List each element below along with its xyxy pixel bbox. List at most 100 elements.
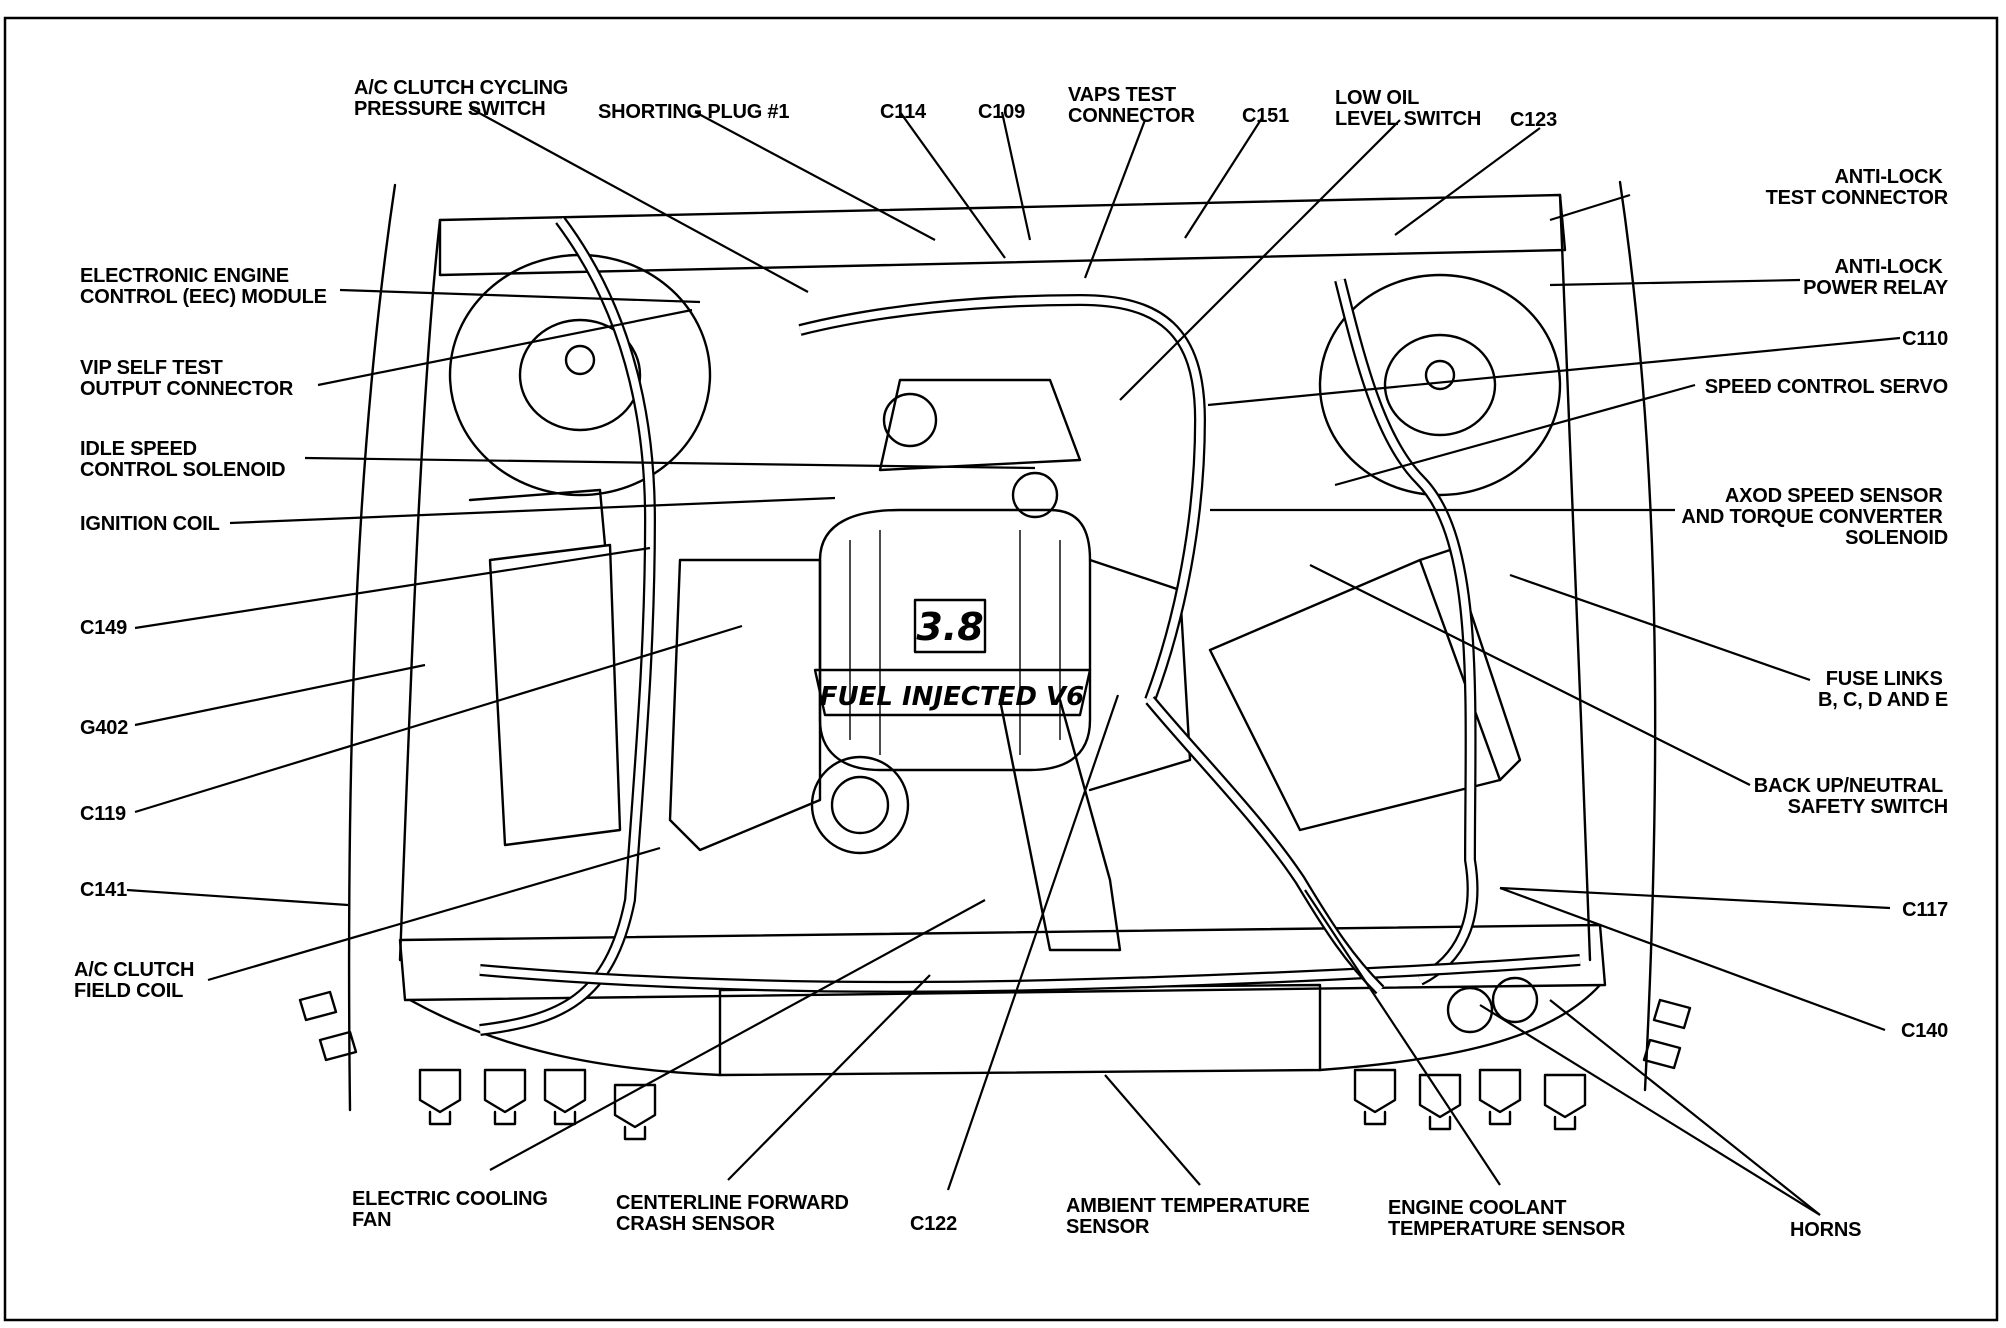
- label-c123: C123: [1510, 109, 1557, 131]
- label-eec-module: ELECTRONIC ENGINE CONTROL (EEC) MODULE: [80, 265, 327, 308]
- right-strut-tower: [1318, 273, 1562, 497]
- label-line: IDLE SPEED: [80, 438, 197, 460]
- label-line: ELECTRIC COOLING: [352, 1188, 548, 1210]
- battery: [488, 543, 622, 847]
- leader-ambient-temp: [1104, 1074, 1201, 1186]
- label-anti-lock-test: ANTI-LOCK TEST CONNECTOR: [1766, 166, 1949, 209]
- right-strut-nut: [1424, 359, 1456, 391]
- label-line: FIELD COIL: [74, 980, 183, 1002]
- label-line: BACK UP/NEUTRAL: [1754, 775, 1943, 797]
- leader-g402: [134, 663, 426, 727]
- oil-filler-cap: [830, 775, 890, 835]
- label-line: HORNS: [1790, 1219, 1861, 1241]
- leader-vip-self-test: [317, 308, 693, 387]
- label-line: LOW OIL: [1335, 87, 1419, 109]
- label-g402: G402: [80, 717, 128, 739]
- label-backup-neutral: BACK UP/NEUTRAL SAFETY SWITCH: [1754, 775, 1948, 818]
- leader-c140: [1499, 886, 1886, 1032]
- label-coolant-temp: ENGINE COOLANT TEMPERATURE SENSOR: [1388, 1197, 1626, 1240]
- leader-eec-module: [339, 288, 701, 304]
- label-ac-clutch-cycling: A/C CLUTCH CYCLING PRESSURE SWITCH: [354, 77, 574, 120]
- label-c119: C119: [80, 803, 126, 825]
- throttle-body: [1011, 471, 1059, 519]
- label-line: TEST CONNECTOR: [1766, 187, 1949, 209]
- label-line: ANTI-LOCK: [1834, 166, 1943, 188]
- leader-c122: [946, 694, 1120, 1191]
- label-vaps-test: VAPS TEST CONNECTOR: [1068, 84, 1195, 127]
- label-c149: C149: [80, 617, 127, 639]
- label-c114: C114: [880, 101, 927, 123]
- leader-backup-neutral: [1309, 564, 1751, 786]
- label-line: VAPS TEST: [1068, 84, 1176, 106]
- front-crossmember: [718, 983, 1322, 1077]
- label-line: AND TORQUE CONVERTER: [1681, 506, 1943, 528]
- label-line: FAN: [352, 1209, 391, 1231]
- cowl-outline: [438, 193, 1567, 277]
- label-line: POWER RELAY: [1803, 277, 1949, 299]
- label-line: CONNECTOR: [1068, 105, 1195, 127]
- leader-c114: [899, 111, 1006, 259]
- label-line: VIP SELF TEST: [80, 357, 223, 379]
- leader-anti-lock-relay: [1549, 278, 1801, 287]
- leader-lines: [126, 107, 1901, 1216]
- left-strut-mount: [518, 318, 642, 432]
- callout-labels: A/C CLUTCH CYCLING PRESSURE SWITCH SHORT…: [74, 77, 1949, 1241]
- label-line: C110: [1902, 328, 1948, 350]
- leader-c123: [1394, 127, 1541, 236]
- label-line: FUSE LINKS: [1826, 668, 1943, 690]
- leader-cooling-fan: [489, 899, 986, 1171]
- label-fuse-links: FUSE LINKS B, C, D AND E: [1818, 668, 1948, 711]
- leader-c119: [134, 624, 743, 814]
- harness-top-fill: [799, 296, 1204, 702]
- leader-ac-clutch-field: [207, 846, 661, 982]
- plenum-ribs: [849, 530, 1061, 755]
- label-line: ANTI-LOCK: [1834, 256, 1943, 278]
- front-fascia-left: [408, 998, 722, 1077]
- label-line: IGNITION COIL: [80, 513, 220, 535]
- leader-anti-lock-test: [1549, 193, 1631, 222]
- label-line: C149: [80, 617, 127, 639]
- label-horns: HORNS: [1790, 1219, 1861, 1241]
- label-line: C122: [910, 1213, 957, 1235]
- leader-shorting-plug: [694, 111, 936, 241]
- leader-fuse-links: [1509, 573, 1811, 682]
- label-ignition-coil: IGNITION COIL: [80, 513, 220, 535]
- displacement-text: 3.8: [916, 605, 983, 649]
- leader-c149: [134, 546, 651, 630]
- label-line: C151: [1242, 105, 1289, 127]
- label-c140: C140: [1901, 1020, 1948, 1042]
- right-apron-edge: [1558, 193, 1592, 962]
- leader-horns-1: [1479, 1004, 1821, 1216]
- left-strut-nut: [564, 344, 596, 376]
- label-anti-lock-relay: ANTI-LOCK POWER RELAY: [1803, 256, 1949, 299]
- harness-right-fill: [1336, 279, 1477, 984]
- label-c110: C110: [1902, 328, 1948, 350]
- leader-ac-clutch-cycling: [469, 107, 809, 293]
- right-fender-line: [1618, 180, 1657, 1092]
- label-ambient-temp: AMBIENT TEMPERATURE SENSOR: [1066, 1195, 1315, 1238]
- label-c151: C151: [1242, 105, 1289, 127]
- label-line: C123: [1510, 109, 1557, 131]
- leader-vaps-test: [1083, 119, 1147, 279]
- label-line: ENGINE COOLANT: [1388, 1197, 1566, 1219]
- label-c117: C117: [1902, 899, 1948, 921]
- right-strut-mount: [1383, 333, 1497, 437]
- label-line: ELECTRONIC ENGINE: [80, 265, 289, 287]
- left-marker-bulbs: [298, 990, 358, 1062]
- leader-c141: [126, 888, 349, 907]
- idle-solenoid-body: [882, 392, 938, 448]
- label-line: C114: [880, 101, 927, 123]
- label-line: SOLENOID: [1845, 527, 1948, 549]
- leader-c110: [1207, 336, 1901, 407]
- leader-ignition-coil: [229, 496, 836, 525]
- label-line: CONTROL SOLENOID: [80, 459, 285, 481]
- label-cooling-fan: ELECTRIC COOLING FAN: [352, 1188, 553, 1231]
- nameplate-text: FUEL INJECTED V6: [820, 682, 1085, 712]
- radiator-support: [398, 923, 1607, 1002]
- harness-left-fill: [479, 217, 654, 1034]
- harness-top-outline: [798, 293, 1207, 703]
- engine-illustration: 3.8 FUEL INJECTED V6: [298, 180, 1692, 1141]
- leader-crash-sensor: [727, 974, 931, 1181]
- label-line: C109: [978, 101, 1025, 123]
- leader-c151: [1184, 117, 1263, 239]
